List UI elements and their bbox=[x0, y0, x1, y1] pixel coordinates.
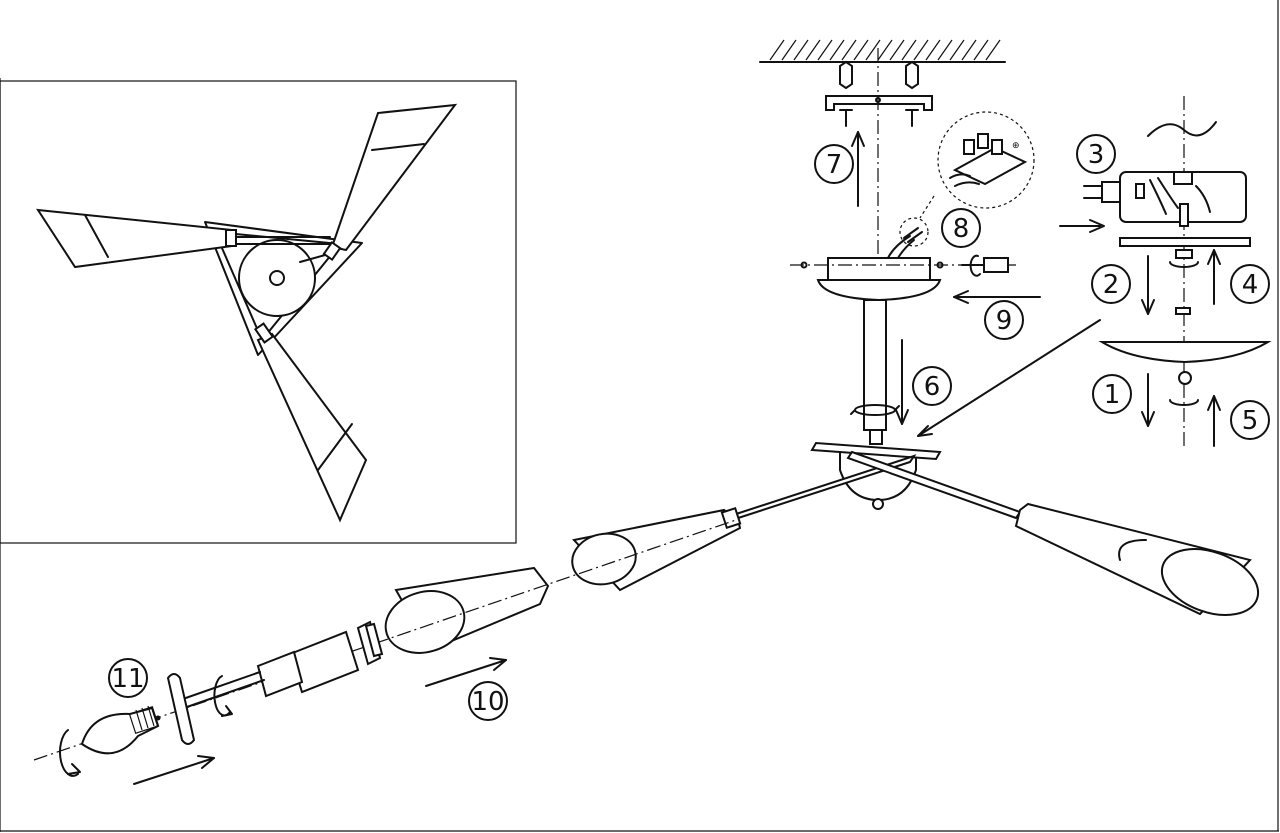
step-2-label: 2 bbox=[1103, 270, 1120, 300]
bulb bbox=[59, 705, 161, 777]
terminal-block-detail: ⊕ bbox=[887, 111, 1035, 259]
canopy bbox=[790, 254, 1041, 304]
shade-detached bbox=[384, 566, 550, 654]
ceiling-mount bbox=[759, 39, 1006, 207]
fixing-detail bbox=[917, 96, 1272, 447]
step-9-label: 9 bbox=[996, 306, 1013, 336]
svg-text:⊕: ⊕ bbox=[1012, 141, 1020, 151]
step-7-label: 7 bbox=[826, 150, 843, 180]
shade-middle bbox=[571, 506, 742, 592]
step-5-label: 5 bbox=[1242, 406, 1259, 436]
step-3-label: 3 bbox=[1088, 140, 1105, 170]
lamp-holder-parts bbox=[166, 620, 384, 745]
step-8-label: 8 bbox=[953, 214, 970, 244]
lamp-arms bbox=[729, 441, 1022, 522]
step-1-label: 1 bbox=[1104, 380, 1121, 410]
step-4-label: 4 bbox=[1242, 270, 1259, 300]
top-view-inset bbox=[0, 80, 517, 544]
step-10-label: 10 bbox=[471, 687, 504, 717]
step-11-label: 11 bbox=[111, 664, 144, 694]
step-6-label: 6 bbox=[924, 372, 941, 402]
shade-right bbox=[1014, 502, 1260, 616]
